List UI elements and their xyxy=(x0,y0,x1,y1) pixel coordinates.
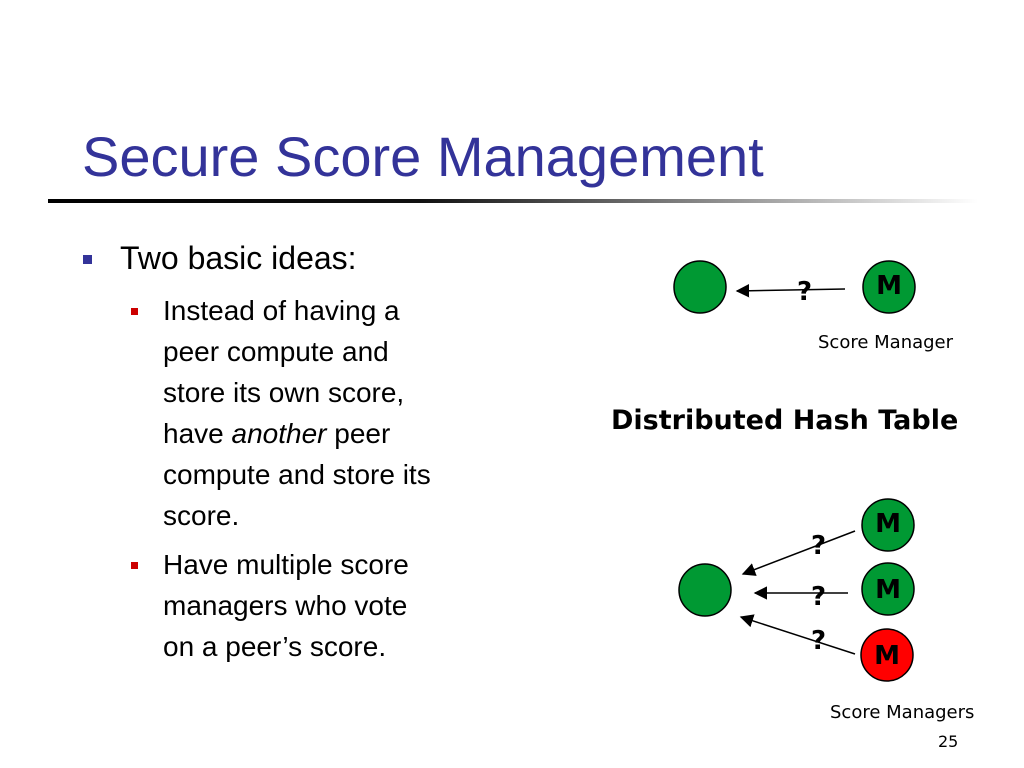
sub-bullet-2-line: on a peer’s score. xyxy=(163,631,387,662)
sub-bullet-1-line: Instead of having a xyxy=(163,295,400,326)
sub-bullet-2-line: managers who vote xyxy=(163,590,408,621)
slide-title: Secure Score Management xyxy=(82,125,764,188)
score-manager-label: M xyxy=(876,271,902,301)
bullet-main: Two basic ideas: xyxy=(120,240,357,276)
emphasis-text: another xyxy=(231,418,327,449)
request-arrow xyxy=(741,530,856,576)
sub-bullet-2-line: Have multiple score xyxy=(163,549,409,580)
sub-bullet-1-line: have another peer xyxy=(163,413,503,454)
text-run: have xyxy=(163,418,232,449)
score-manager-node xyxy=(861,498,915,552)
question-mark: ? xyxy=(811,582,827,612)
question-mark: ? xyxy=(811,626,827,656)
score-manager-caption: Score Manager xyxy=(818,332,954,353)
sub-bullet-1-line: store its own score, xyxy=(163,377,405,408)
score-manager-label: M xyxy=(875,509,901,539)
peer-node xyxy=(678,563,732,617)
sub-bullet-1-line: compute and store its xyxy=(163,459,431,490)
sub-bullet-1-line: peer compute and xyxy=(163,336,389,367)
sub-bullet-1: Instead of having a peer compute and sto… xyxy=(163,290,503,536)
bullet-marker xyxy=(83,255,92,264)
text-run: peer xyxy=(326,418,391,449)
sub-bullet-marker xyxy=(131,308,138,315)
sub-bullet-marker xyxy=(131,562,138,569)
score-manager-node xyxy=(862,260,916,314)
score-manager-label: M xyxy=(875,575,901,605)
score-manager-label: M xyxy=(874,641,900,671)
question-mark: ? xyxy=(811,531,827,561)
sub-bullet-1-line: score. xyxy=(163,500,240,531)
request-arrow xyxy=(735,284,846,298)
page-number: 25 xyxy=(938,732,959,751)
sub-bullet-2: Have multiple score managers who vote on… xyxy=(163,544,503,667)
peer-node xyxy=(673,260,727,314)
title-underline xyxy=(48,199,978,203)
dht-label: Distributed Hash Table xyxy=(611,405,959,436)
question-mark: ? xyxy=(797,277,813,307)
malicious-score-manager-node xyxy=(860,628,914,682)
score-managers-caption: Score Managers xyxy=(830,702,975,723)
request-arrow xyxy=(739,614,856,655)
score-manager-node xyxy=(861,562,915,616)
